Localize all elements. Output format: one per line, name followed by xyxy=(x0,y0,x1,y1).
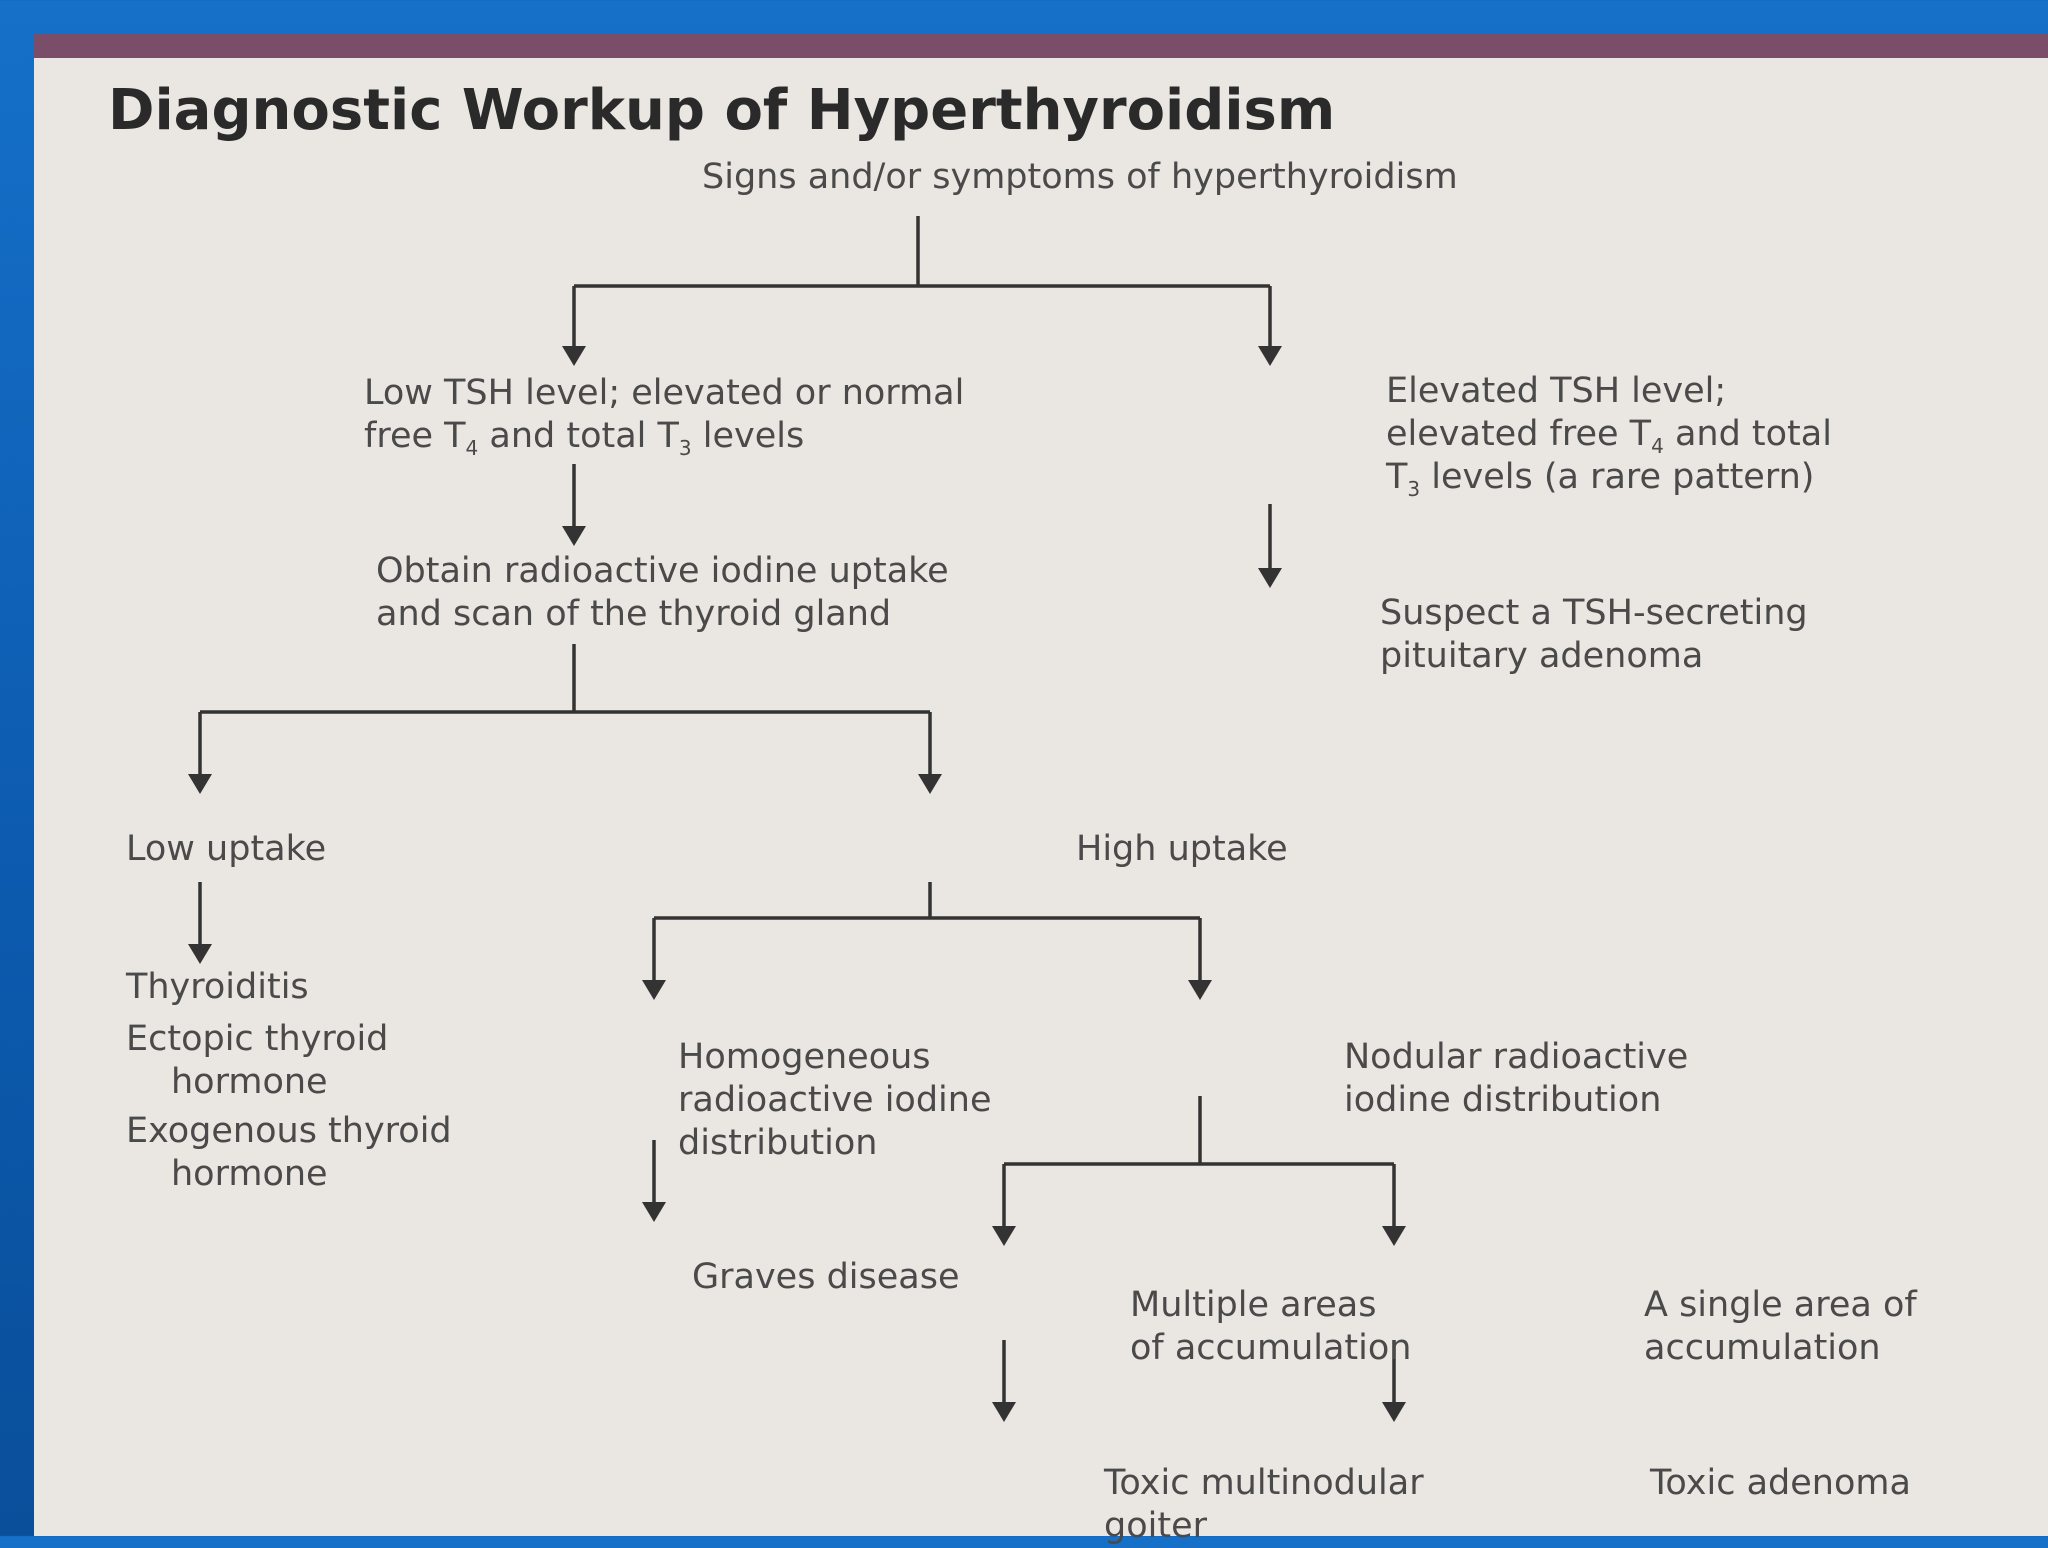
subscript: 4 xyxy=(1651,434,1664,458)
node-suspect-pituitary-adenoma: Suspect a TSH-secreting pituitary adenom… xyxy=(1380,592,1808,678)
node-text-line: High uptake xyxy=(1076,829,1288,869)
node-text-line: radioactive iodine xyxy=(678,1080,992,1120)
node-multiple-areas: Multiple areas of accumulation xyxy=(1130,1284,1411,1370)
node-text-line: Multiple areas xyxy=(1130,1285,1377,1325)
node-nodular-distribution: Nodular radioactive iodine distribution xyxy=(1344,1036,1688,1122)
arrow-to-multiple-areas-arrowhead xyxy=(992,1226,1016,1246)
node-text-line: Exogenous thyroid xyxy=(126,1111,452,1151)
node-text-line: Homogeneous xyxy=(678,1037,931,1077)
subscript: 3 xyxy=(678,436,692,460)
subscript: 3 xyxy=(1407,477,1421,501)
node-exogenous-thyroid-hormone: Exogenous thyroid hormone xyxy=(126,1110,452,1196)
node-text-line: Signs and/or symptoms of hyperthyroidism xyxy=(702,157,1458,197)
node-text-line: Ectopic thyroid xyxy=(126,1019,389,1059)
arrow-to-toxic-adenoma-arrowhead xyxy=(1382,1402,1406,1422)
text-segment: levels (a rare pattern) xyxy=(1420,457,1815,497)
arrow-to-obtain-scan-arrowhead xyxy=(562,526,586,546)
node-text-line: Obtain radioactive iodine uptake xyxy=(376,551,949,591)
node-text-line: distribution xyxy=(678,1123,878,1163)
node-text-line: Nodular radioactive xyxy=(1344,1037,1689,1077)
flowchart-connectors xyxy=(188,216,1406,1422)
text-segment: elevated free T xyxy=(1386,414,1652,454)
node-text-line: A single area of xyxy=(1644,1285,1917,1325)
node-text-line: hormone xyxy=(171,1062,328,1102)
node-text-line: Low uptake xyxy=(126,829,327,869)
node-text-line: Toxic multinodular xyxy=(1104,1463,1424,1503)
arrow-to-high-uptake-arrowhead xyxy=(918,774,942,794)
node-text-line: free T4 and total T3 levels xyxy=(364,415,964,458)
slide-panel: Diagnostic Workup of Hyperthyroidism Sig… xyxy=(34,34,2048,1546)
node-toxic-multinodular-goiter: Toxic multinodular goiter xyxy=(1104,1462,1424,1548)
node-thyroiditis: Thyroiditis xyxy=(126,966,309,1009)
node-text-line: goiter xyxy=(1104,1506,1208,1546)
text-segment: free T xyxy=(364,416,466,456)
node-text-line: Graves disease xyxy=(692,1257,960,1297)
text-segment: T xyxy=(1386,457,1408,497)
node-text-line: Low TSH level; elevated or normal xyxy=(364,373,965,413)
node-graves-disease: Graves disease xyxy=(692,1256,960,1299)
node-text-line: Suspect a TSH-secreting xyxy=(1380,593,1808,633)
node-homogeneous-distribution: Homogeneous radioactive iodine distribut… xyxy=(678,1036,992,1165)
arrow-to-homogeneous-arrowhead xyxy=(642,980,666,1000)
node-text-line: pituitary adenoma xyxy=(1380,636,1704,676)
node-root-signs-symptoms: Signs and/or symptoms of hyperthyroidism xyxy=(702,156,1458,199)
node-toxic-adenoma: Toxic adenoma xyxy=(1650,1462,1911,1505)
node-elevated-tsh: Elevated TSH level; elevated free T4 and… xyxy=(1386,370,1832,499)
node-low-uptake: Low uptake xyxy=(126,828,326,871)
node-single-area: A single area of accumulation xyxy=(1644,1284,1917,1370)
node-text-line: T3 levels (a rare pattern) xyxy=(1386,456,1832,499)
arrow-to-low-uptake-arrowhead xyxy=(188,774,212,794)
arrow-to-nodular-arrowhead xyxy=(1188,980,1212,1000)
node-ectopic-thyroid-hormone: Ectopic thyroid hormone xyxy=(126,1018,388,1104)
text-segment: and total T xyxy=(478,416,679,456)
node-text-line: and scan of the thyroid gland xyxy=(376,594,892,634)
node-text-line: of accumulation xyxy=(1130,1328,1412,1368)
node-text-line: Elevated TSH level; xyxy=(1386,371,1727,411)
top-accent-bar xyxy=(34,34,2048,58)
node-obtain-uptake-scan: Obtain radioactive iodine uptake and sca… xyxy=(376,550,949,636)
arrow-to-low-tsh-arrowhead xyxy=(562,346,586,366)
arrow-to-toxic-multinodular-arrowhead xyxy=(992,1402,1016,1422)
node-low-tsh: Low TSH level; elevated or normal free T… xyxy=(364,372,964,458)
node-text-line: hormone xyxy=(171,1154,328,1194)
node-text-line: elevated free T4 and total xyxy=(1386,413,1832,456)
text-segment: and total xyxy=(1663,414,1832,454)
node-text-line: Thyroiditis xyxy=(126,967,309,1007)
arrow-to-elevated-tsh-arrowhead xyxy=(1258,346,1282,366)
text-segment: levels xyxy=(691,416,805,456)
arrow-to-graves-arrowhead xyxy=(642,1202,666,1222)
subscript: 4 xyxy=(465,436,479,460)
node-text-line: iodine distribution xyxy=(1344,1080,1662,1120)
node-high-uptake: High uptake xyxy=(1076,828,1288,871)
node-text-line: accumulation xyxy=(1644,1328,1881,1368)
arrow-to-suspect-adenoma-arrowhead xyxy=(1258,568,1282,588)
arrow-to-thyroiditis-arrowhead xyxy=(188,944,212,964)
node-text-line: Toxic adenoma xyxy=(1650,1463,1911,1503)
page-title: Diagnostic Workup of Hyperthyroidism xyxy=(108,78,1336,143)
arrow-to-single-area-arrowhead xyxy=(1382,1226,1406,1246)
